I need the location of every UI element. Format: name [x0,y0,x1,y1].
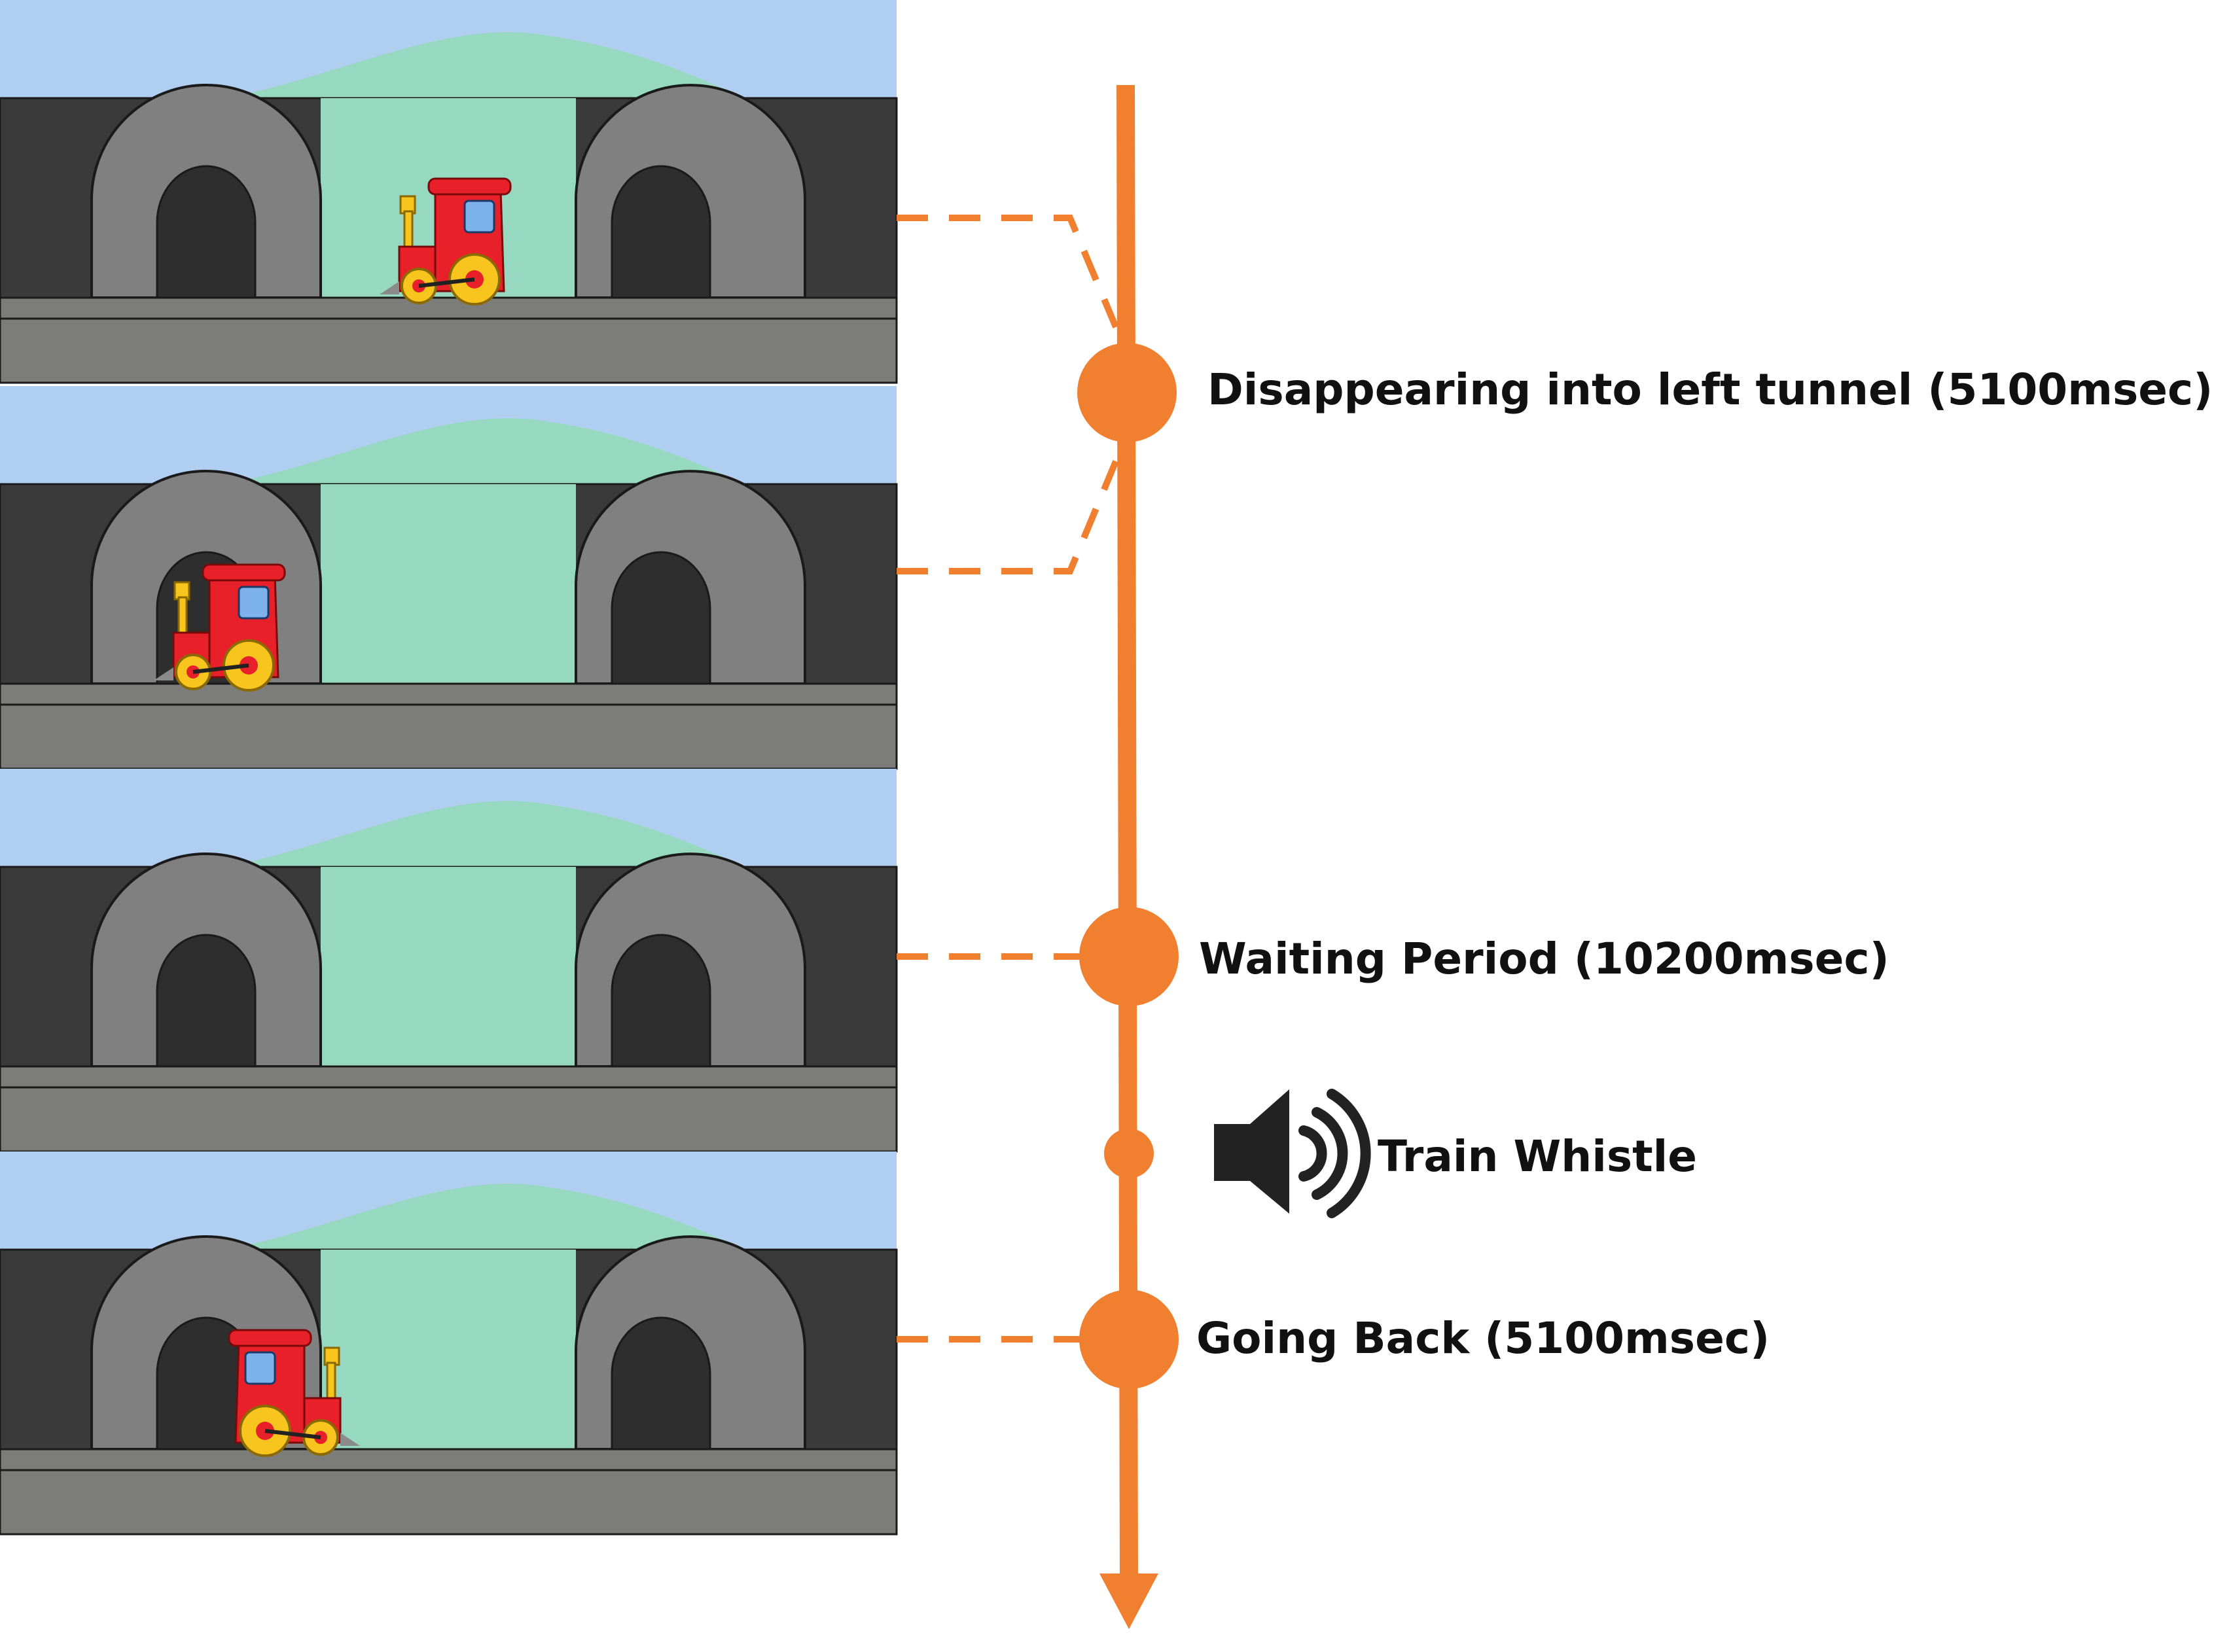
scene-panel-2 [0,385,898,770]
event-marker-whistle [1104,1129,1154,1178]
event-label-disappear: Disappearing into left tunnel (5100msec) [1207,364,2213,415]
event-label-waiting: Waiting Period (10200msec) [1199,934,1889,984]
scene-panel-3 [0,767,898,1153]
event-marker-waiting [1079,907,1179,1006]
connector-scene-2 [897,460,1119,574]
speaker-icon [1214,1089,1371,1218]
connector-scene-1 [897,215,1119,328]
event-label-back: Going Back (5100msec) [1196,1313,1770,1363]
event-marker-back [1079,1290,1179,1389]
scene-panel-1 [0,0,898,384]
dashed-connectors [897,215,1119,1343]
event-marker-disappear [1077,343,1177,442]
event-label-whistle: Train Whistle [1378,1131,1697,1182]
timeline-arrowhead [1099,1573,1158,1629]
scene-panel-4 [0,1150,898,1536]
